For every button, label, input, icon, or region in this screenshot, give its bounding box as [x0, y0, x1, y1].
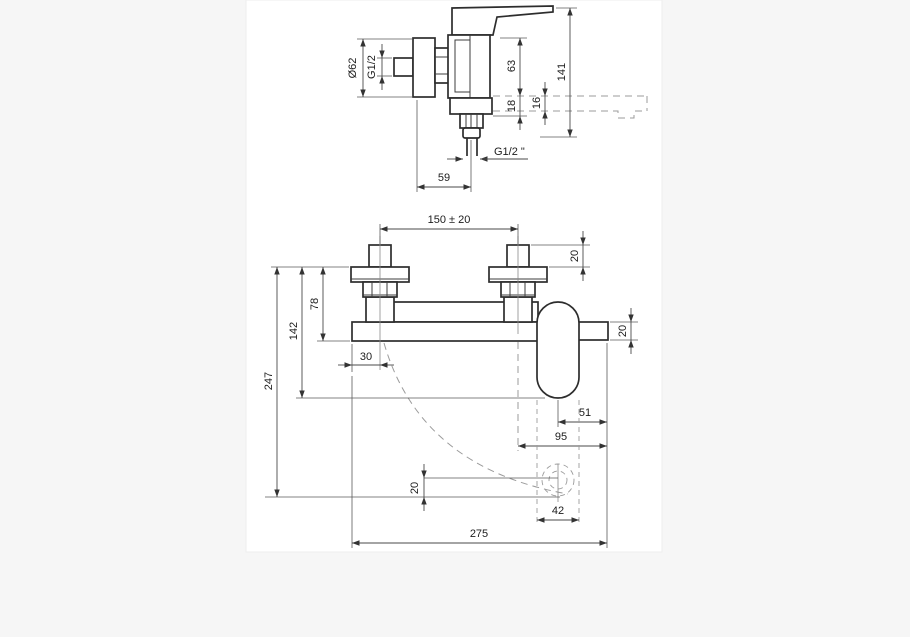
dim-label-outlet-thread: G1/2 ": [494, 146, 525, 158]
body-plate-front: [351, 321, 543, 342]
side-view: Ø62 G1/2 63 18 16 141: [347, 5, 648, 192]
dim-label-51: 51: [579, 407, 591, 419]
dim-label-20-eccentric: 20: [569, 250, 581, 262]
dim-label-20-spout: 20: [617, 325, 629, 337]
dim-label-18: 18: [506, 100, 518, 112]
dim-label-30: 30: [360, 351, 372, 363]
side-dimensions: Ø62 G1/2 63 18 16 141: [347, 7, 577, 192]
dim-label-141: 141: [556, 63, 568, 81]
lever-oval-front: [536, 301, 580, 399]
mixer-body-side: [447, 34, 491, 99]
dim-label-95: 95: [555, 431, 567, 443]
dim-label-16: 16: [531, 97, 543, 109]
dim-label-flange-od: Ø62: [347, 58, 359, 79]
dim-label-63: 63: [506, 60, 518, 72]
front-view: 150 ± 20 20 78 142 247: [263, 214, 638, 548]
dim-label-59: 59: [438, 172, 450, 184]
dim-label-20-hose: 20: [409, 482, 421, 494]
dim-label-78: 78: [309, 298, 321, 310]
dim-label-247: 247: [263, 372, 275, 390]
hex-nut-side: [434, 47, 450, 84]
shower-hose-hidden: [383, 342, 575, 502]
front-dimensions: 150 ± 20 20 78 142 247: [263, 214, 638, 548]
outlet-side: [449, 97, 493, 156]
dim-label-150: 150 ± 20: [428, 214, 471, 226]
wall-flange-side: [412, 37, 436, 98]
dim-label-275: 275: [470, 528, 488, 540]
dim-label-42: 42: [552, 505, 564, 517]
inlet-stub-side: [393, 57, 414, 77]
dim-label-142: 142: [288, 322, 300, 340]
dim-label-inlet-thread: G1/2: [366, 55, 378, 79]
